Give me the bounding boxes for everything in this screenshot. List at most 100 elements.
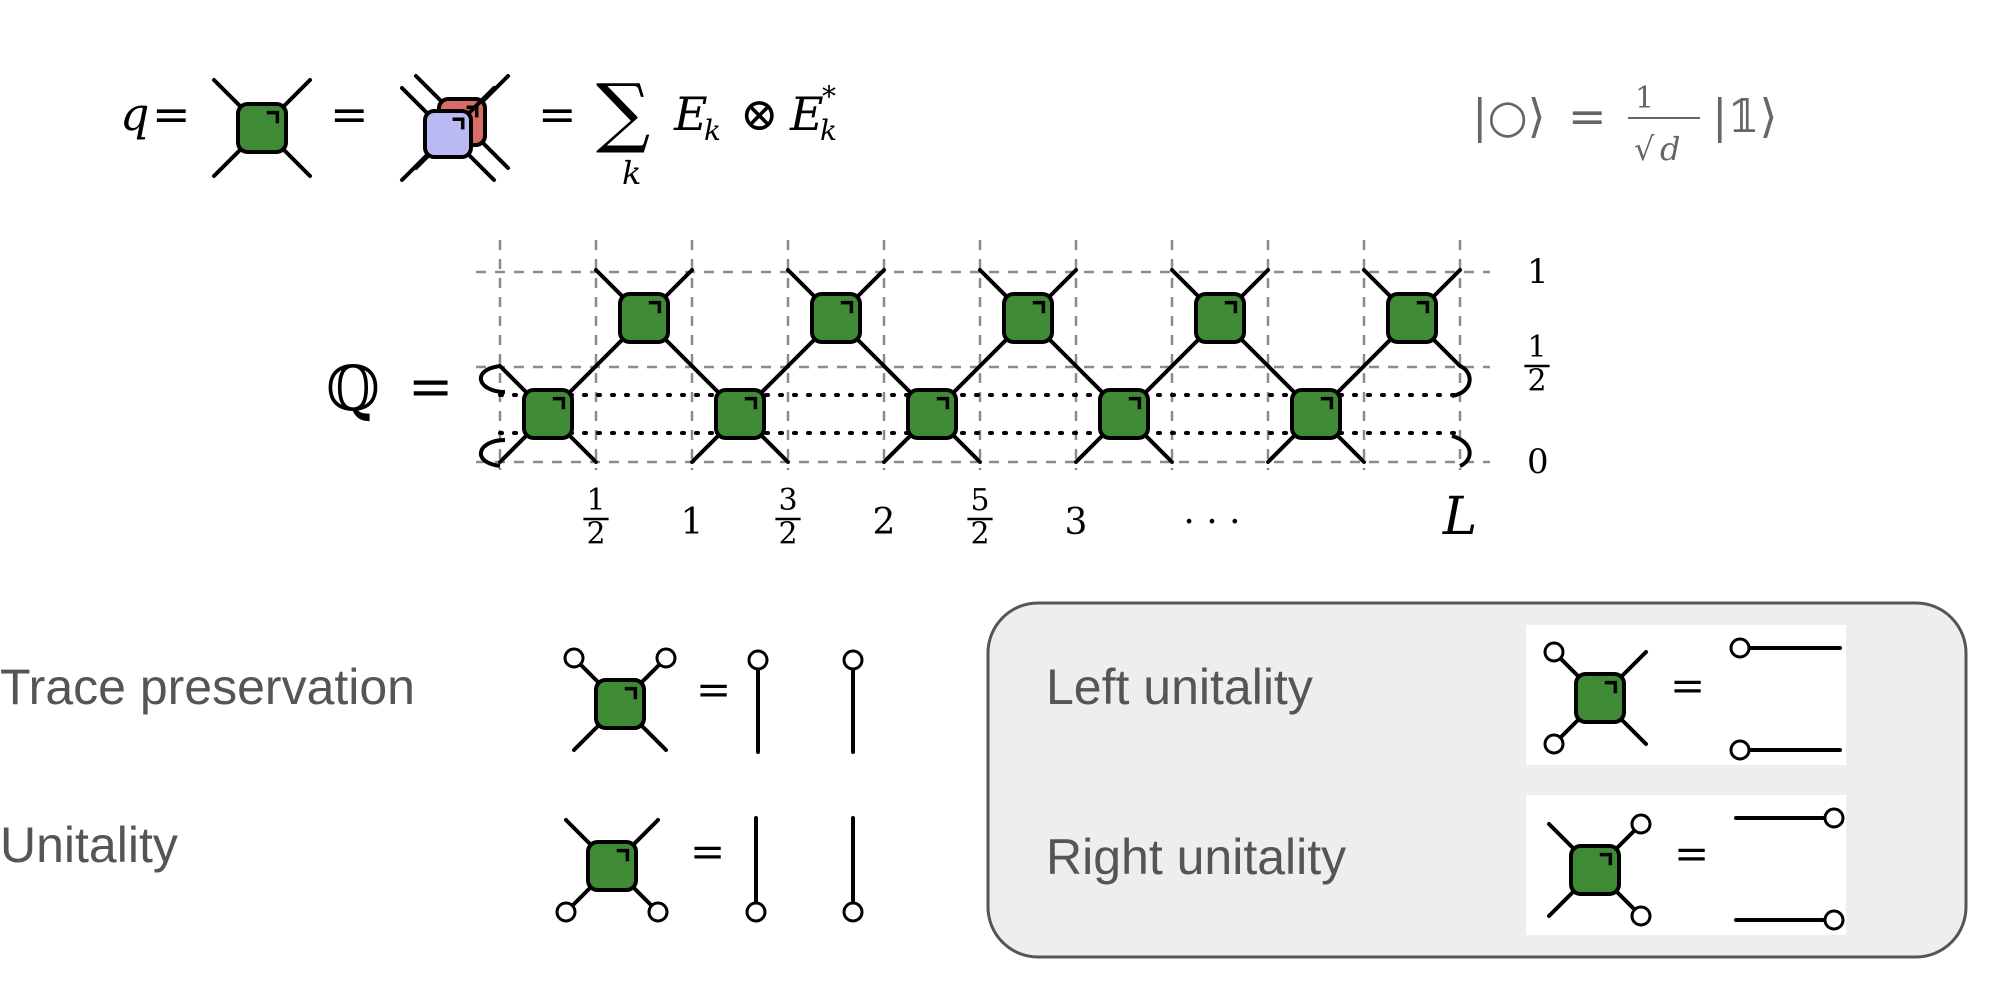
lower-gate-icon: [906, 388, 958, 440]
fraction-denominator: 2: [586, 517, 605, 552]
E-conj-star: *: [822, 80, 836, 113]
gate-corner-mark: [616, 848, 630, 862]
sqrt-symbol: √: [1634, 130, 1655, 168]
sum-index: k: [622, 154, 641, 192]
upper-gate-icon: [1194, 292, 1246, 344]
fraction-numerator: 1: [586, 483, 605, 518]
E-symbol: E: [673, 87, 708, 141]
equals-sign: =: [408, 355, 453, 418]
fraction-denominator: 2: [778, 517, 797, 552]
trace-circle-icon: [1543, 641, 1565, 663]
left-boundary-arc: [478, 364, 506, 394]
circle-state-formula: |○⟩ = 1 √ d |𝟙⟩: [1472, 81, 1777, 168]
tp-gate-icon: [594, 678, 646, 730]
blue-gate-icon: [423, 109, 473, 159]
equals-sign: =: [1670, 661, 1705, 710]
right-boundary-arc: [1451, 434, 1472, 468]
fraction-numerator: 1: [1635, 81, 1654, 116]
y-label-1: 1: [1527, 252, 1549, 292]
network-grid: [476, 240, 1490, 470]
x-label: · · ·: [1183, 502, 1240, 543]
trace-circle-icon: [745, 901, 767, 923]
unitality-panel: Left unitality = Right unitality =: [986, 601, 1968, 959]
left-unitality-gate-icon: [1574, 672, 1626, 724]
unitality-gate: [555, 818, 669, 923]
x-label-fraction: 32: [775, 483, 801, 552]
circle-ket: |○⟩: [1472, 89, 1546, 143]
gate-corner-mark: [1416, 300, 1430, 314]
unitality-gate-icon: [586, 840, 638, 892]
x-label: L: [1442, 487, 1478, 547]
trace-preservation-rhs: [747, 649, 864, 754]
trace-circle-icon: [655, 647, 677, 669]
trace-circle-icon: [1630, 813, 1652, 835]
equals-sign: =: [1674, 829, 1709, 878]
lower-gate-icon: [1290, 388, 1342, 440]
y-label-half: 12: [1524, 330, 1550, 399]
left-unitality-rhs: [1729, 637, 1842, 761]
fraction-denominator: 2: [970, 517, 989, 552]
right-boundary-arc: [1451, 364, 1472, 398]
right-unitality-label: Right unitality: [1046, 829, 1346, 885]
otimes-symbol: ⊗: [740, 87, 779, 141]
unitality-row: Unitality =: [0, 816, 864, 923]
gate-corner-mark: [266, 110, 280, 124]
unitality-label: Unitality: [0, 817, 178, 873]
upper-gate-icon: [1386, 292, 1438, 344]
q-symbol: q: [120, 87, 149, 141]
right-unitality-gate: [1547, 813, 1652, 927]
left-unitality-gate: [1543, 641, 1648, 755]
trace-circle-icon: [563, 647, 585, 669]
gate-corner-mark: [452, 117, 465, 130]
gate-corner-mark: [648, 300, 662, 314]
network-gates: [498, 268, 1462, 464]
equals-sign: =: [696, 665, 731, 714]
trace-preservation-row: Trace preservation =: [0, 647, 864, 754]
unitality-rhs: [745, 816, 864, 923]
identity-ket: |𝟙⟩: [1712, 89, 1777, 143]
sum-symbol: ∑: [596, 67, 650, 156]
fraction-numerator: 3: [778, 483, 797, 518]
left-unitality-label: Left unitality: [1046, 659, 1313, 715]
trace-circle-icon: [1630, 905, 1652, 927]
y-label-0: 0: [1527, 442, 1549, 482]
upper-gate-icon: [1002, 292, 1054, 344]
d-symbol: d: [1660, 130, 1680, 168]
trace-circle-icon: [647, 901, 669, 923]
equals-sign: =: [690, 827, 725, 876]
equals-sign: =: [330, 87, 369, 141]
q-definition-formula: q = = = ∑ k E k ⊗ E * k: [120, 67, 837, 192]
trace-circle-icon: [1729, 739, 1751, 761]
folded-gate-icon: [400, 74, 510, 182]
trace-circle-icon: [1543, 733, 1565, 755]
E-subscript: k: [704, 114, 721, 147]
fraction-numerator: 1: [1527, 330, 1546, 365]
E-conj-symbol: E: [789, 87, 824, 141]
left-boundary-arc: [478, 438, 506, 468]
lower-gate-icon: [1098, 388, 1150, 440]
lower-gate-icon: [714, 388, 766, 440]
x-label: 3: [1065, 502, 1088, 543]
fraction-numerator: 5: [970, 483, 989, 518]
gate-corner-mark: [1128, 396, 1142, 410]
upper-gate-icon: [618, 292, 670, 344]
fraction-label: 12: [1524, 330, 1550, 399]
Q-symbol: ℚ: [326, 352, 380, 425]
trace-circle-icon: [842, 649, 864, 671]
gate-corner-mark: [1604, 680, 1618, 694]
x-label: 1: [681, 502, 704, 543]
equals-sign: =: [1568, 89, 1607, 143]
gate-corner-mark: [840, 300, 854, 314]
equals-sign: =: [152, 87, 191, 141]
x-label: 2: [873, 502, 896, 543]
E-conj-subscript: k: [820, 114, 837, 147]
gate-corner-mark: [1320, 396, 1334, 410]
gate-corner-mark: [1032, 300, 1046, 314]
x-label-fraction: 52: [967, 483, 993, 552]
trace-circle-icon: [1729, 637, 1751, 659]
lower-gate-icon: [522, 388, 574, 440]
trace-preservation-label: Trace preservation: [0, 659, 415, 715]
